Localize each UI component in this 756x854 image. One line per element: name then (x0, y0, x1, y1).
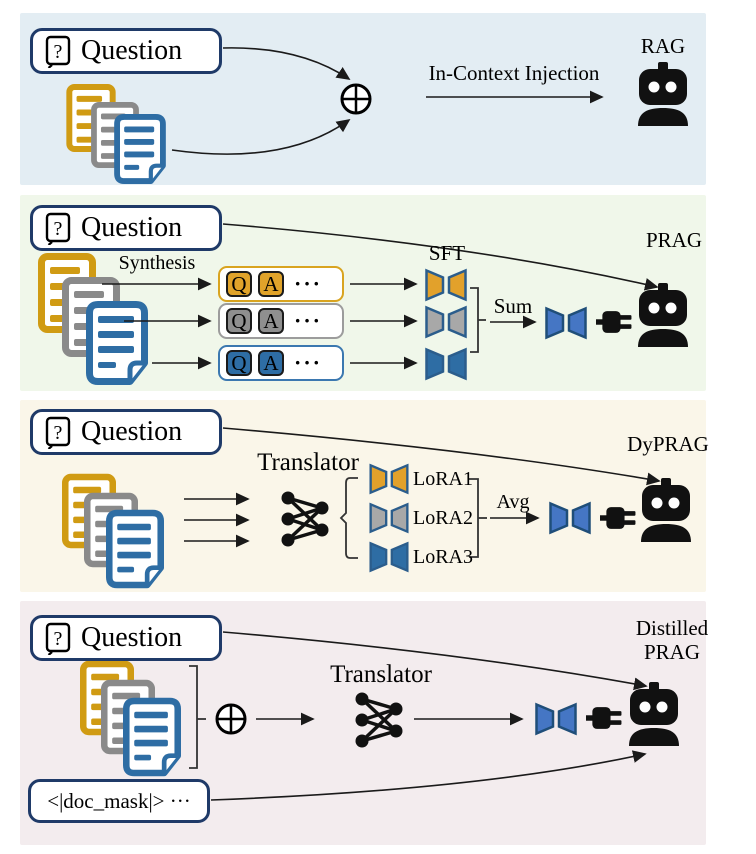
lora-adapter-icon-orange (369, 464, 409, 494)
a-token: A (258, 350, 284, 376)
plug-icon (600, 507, 636, 529)
sft-label: SFT (428, 241, 466, 265)
question-label: Question (81, 416, 183, 447)
rag-document-stack (69, 87, 163, 181)
qa-pair-row-gray: Q A ··· (218, 303, 344, 339)
translator-network-icon (354, 691, 404, 749)
lora3-label: LoRA3 (413, 546, 473, 568)
question-box-prag: ? Question (30, 205, 222, 251)
lora2-label: LoRA2 (413, 507, 473, 529)
svg-text:?: ? (54, 628, 63, 650)
panel-title-dyprag: DyPRAG (627, 432, 709, 456)
avg-label: Avg (496, 491, 530, 513)
translator-label: Translator (330, 661, 432, 688)
lora-adapter-icon-gray (369, 503, 409, 533)
oplus-icon (215, 703, 247, 735)
lora-adapter-icon-gray (425, 306, 467, 338)
translator-network-icon (280, 490, 330, 548)
robot-icon-prag (638, 283, 688, 347)
plug-icon (596, 311, 632, 333)
ellipsis: ··· (294, 350, 323, 375)
synthesis-label: Synthesis (118, 252, 196, 274)
document-icon-blue (117, 117, 163, 181)
lora-adapter-icon-blue (425, 348, 467, 380)
arrow-docmask-to-robot (210, 750, 647, 801)
svg-text:?: ? (54, 422, 63, 444)
question-box-dyprag: ? Question (30, 409, 222, 455)
robot-icon-rag (638, 62, 688, 126)
merged-adapter-icon (535, 703, 577, 735)
a-token: A (258, 308, 284, 334)
plug-icon (586, 707, 622, 729)
lora1-label: LoRA1 (413, 468, 473, 490)
merged-adapter-icon (549, 502, 591, 534)
sum-bracket (470, 287, 479, 353)
lora-left-brace (339, 477, 358, 559)
question-page-icon: ? (45, 622, 71, 655)
question-page-icon: ? (45, 212, 71, 245)
robot-icon-distilled (629, 682, 679, 746)
qa-pair-row-orange: Q A ··· (218, 266, 344, 302)
translator-label: Translator (257, 449, 359, 476)
distilled-document-stack (83, 664, 177, 773)
prag-document-stack (42, 257, 145, 382)
panel-title-prag: PRAG (645, 228, 703, 252)
arrow-question-to-robot (222, 631, 648, 691)
oplus-icon (340, 83, 372, 115)
injection-label: In-Context Injection (428, 61, 600, 85)
sum-label: Sum (493, 294, 533, 318)
dyprag-document-stack (65, 477, 160, 585)
document-icon-blue (109, 513, 160, 585)
ellipsis: ··· (294, 308, 323, 333)
q-token: Q (226, 308, 252, 334)
lora-adapter-icon-orange (425, 269, 467, 301)
question-label: Question (81, 622, 183, 653)
arrow-question-to-robot (222, 427, 661, 486)
ellipsis: ··· (294, 271, 323, 296)
question-box-rag: ? Question (30, 28, 222, 74)
panel-title-distilled-line1: Distilled (635, 616, 709, 640)
svg-text:?: ? (54, 41, 63, 63)
q-token: Q (226, 350, 252, 376)
doc-mask-token-box: <|doc_mask|> ··· (28, 779, 210, 823)
question-box-distilled: ? Question (30, 615, 222, 661)
question-page-icon: ? (45, 416, 71, 449)
doc-bracket (189, 665, 198, 769)
question-label: Question (81, 35, 183, 66)
document-icon-blue (126, 701, 177, 773)
merged-adapter-icon (545, 307, 587, 339)
question-page-icon: ? (45, 35, 71, 68)
arrow-question-to-oplus (222, 47, 351, 80)
doc-mask-label: <|doc_mask|> ··· (47, 788, 191, 813)
arrow-question-to-robot (222, 223, 659, 291)
q-token: Q (226, 271, 252, 297)
svg-text:?: ? (54, 218, 63, 240)
question-label: Question (81, 212, 183, 243)
document-icon-blue (90, 305, 145, 382)
qa-pair-row-blue: Q A ··· (218, 345, 344, 381)
panel-title-rag: RAG (640, 34, 686, 58)
panel-title-distilled-line2: PRAG (643, 640, 701, 664)
arrow-docs-to-oplus (171, 118, 351, 155)
lora-adapter-icon-blue (369, 542, 409, 572)
robot-icon-dyprag (641, 478, 691, 542)
a-token: A (258, 271, 284, 297)
